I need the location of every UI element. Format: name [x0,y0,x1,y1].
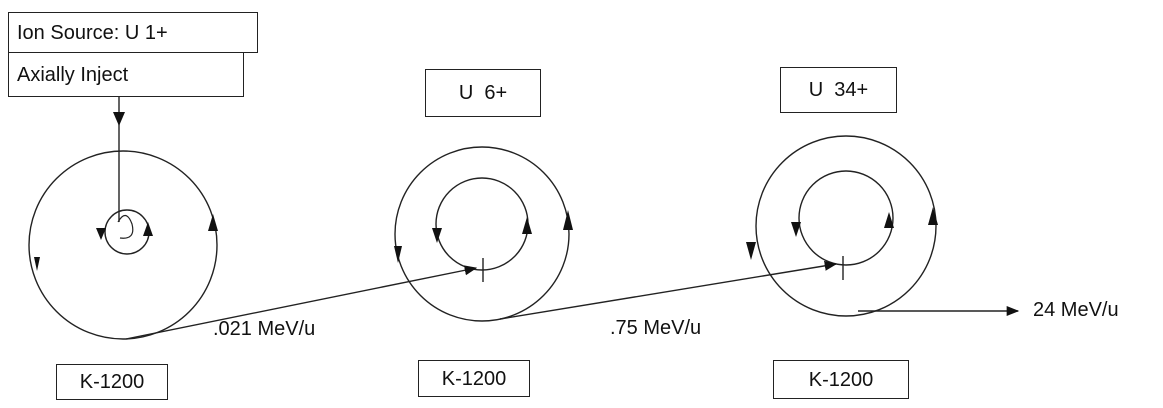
cyclotron-2-inner-orbit [435,177,529,271]
arrowhead-inner-left [96,228,106,240]
cyclotron-name-label: K-1200 [808,368,874,391]
cyclotron-2 [394,146,573,322]
energy-label-3: 24 MeV/u [1033,299,1119,321]
cyclotron-1 [28,150,218,340]
cyclotron-name-box-2: K-1200 [418,360,530,397]
cyclotron-3 [746,135,938,317]
arrowhead-inner-left [432,228,442,243]
arrowhead-left [746,242,756,260]
cyclotron-name-box-3: K-1200 [773,360,909,399]
cyclotron-name-label: K-1200 [441,367,507,390]
charge-state-box-2: U 6+ [425,69,541,117]
charge-state-box-3: U 34+ [780,67,897,113]
arrowhead-inner-right [522,217,532,234]
ion-source-box: Ion Source: U 1+ [8,12,258,53]
transfer-line-1 [125,265,478,340]
axial-inject-box: Axially Inject [8,52,244,97]
cyclotron-1-outer-ring [28,150,218,340]
arrowhead-inner-right [143,222,153,236]
charge-state-label: U 6+ [458,82,508,104]
cyclotron-name-box-1: K-1200 [56,364,168,400]
axial-inject-label: Axially Inject [17,63,129,86]
arrowhead-inner-right [884,212,894,228]
arrowhead-left [34,257,40,271]
injection-arrowhead [113,112,125,126]
charge-state-label: U 34+ [808,79,869,101]
ion-source-label: Ion Source: U 1+ [17,21,168,44]
arrowhead-right [928,207,938,225]
cyclotron-2-outer-ring [394,146,570,322]
arrowhead-inner-left [791,222,801,237]
cyclotron-1-spiral [117,214,134,239]
cyclotron-3-outer-ring [755,135,937,317]
transfer-line-2 [499,260,838,320]
arrowhead-left [394,246,402,263]
cyclotron-name-label: K-1200 [79,371,145,393]
arrowhead-right [563,210,573,230]
energy-label-1: .021 MeV/u [213,318,316,340]
arrowhead-right [208,214,218,231]
cyclotron-3-inner-orbit [798,170,894,266]
energy-label-2: .75 MeV/u [610,317,702,339]
